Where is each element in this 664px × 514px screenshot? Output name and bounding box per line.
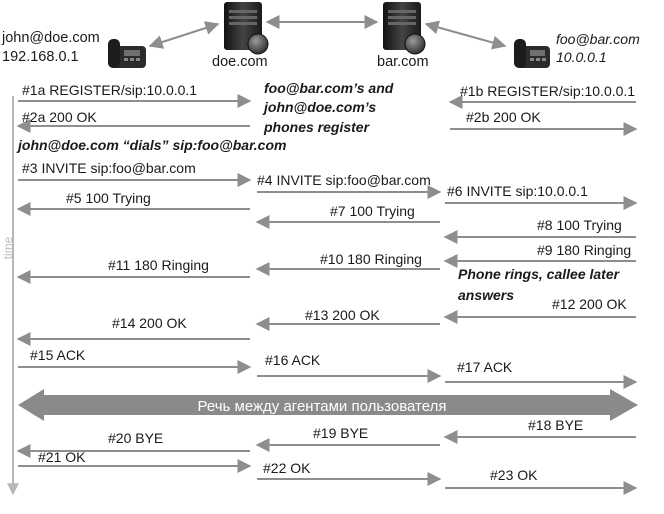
message-label-1b: #1b REGISTER/sip:10.0.0.1	[460, 83, 635, 99]
rings-note-line-2: answers	[458, 287, 514, 303]
message-label-14: #14 200 OK	[112, 315, 187, 331]
message-label-17: #17 ACK	[457, 359, 513, 375]
message-label-2a: #2a 200 OK	[22, 109, 97, 125]
speech-band	[18, 389, 638, 421]
bar-server-icon	[383, 2, 426, 55]
message-label-23: #23 OK	[490, 467, 538, 483]
message-label-12: #12 200 OK	[552, 296, 627, 312]
message-label-19: #19 BYE	[313, 425, 368, 441]
message-label-15: #15 ACK	[30, 347, 86, 363]
message-label-13: #13 200 OK	[305, 307, 380, 323]
speech-band-label: Речь между агентами пользователя	[198, 398, 447, 415]
message-label-11: #11 180 Ringing	[108, 257, 209, 273]
message-label-10: #10 180 Ringing	[320, 251, 422, 267]
link-bar-phone	[424, 20, 507, 50]
link-phone-doe	[148, 21, 220, 49]
message-label-8: #8 100 Trying	[537, 217, 622, 233]
message-label-5: #5 100 Trying	[66, 190, 151, 206]
rings-note-line-1: Phone rings, callee later	[458, 266, 621, 282]
message-label-9: #9 180 Ringing	[537, 242, 631, 258]
message-label-22: #22 OK	[263, 460, 311, 476]
left-endpoint-ip: 192.168.0.1	[2, 49, 79, 65]
right-phone-icon	[514, 39, 550, 68]
message-label-1a: #1a REGISTER/sip:10.0.0.1	[22, 82, 197, 98]
register-note-line-3: phones register	[263, 119, 371, 135]
bar-server-label: bar.com	[377, 54, 429, 70]
message-label-16: #16 ACK	[265, 352, 321, 368]
message-label-6: #6 INVITE sip:10.0.0.1	[447, 183, 588, 199]
doe-server-label: doe.com	[212, 54, 268, 70]
message-label-2b: #2b 200 OK	[466, 109, 541, 125]
register-note-line-1: foo@bar.com’s and	[264, 80, 394, 96]
message-label-21: #21 OK	[38, 449, 86, 465]
dials-note: john@doe.com “dials” sip:foo@bar.com	[16, 137, 286, 153]
left-endpoint-address: john@doe.com	[1, 30, 100, 46]
left-phone-icon	[108, 39, 146, 68]
right-endpoint-ip: 10.0.0.1	[556, 49, 607, 65]
message-label-20: #20 BYE	[108, 430, 163, 446]
time-label: time	[1, 236, 15, 259]
message-label-3: #3 INVITE sip:foo@bar.com	[22, 160, 196, 176]
message-label-18: #18 BYE	[528, 417, 583, 433]
right-endpoint-address: foo@bar.com	[556, 31, 640, 47]
register-note-line-2: john@doe.com’s	[262, 99, 376, 115]
message-label-7: #7 100 Trying	[330, 203, 415, 219]
doe-server-icon	[224, 2, 269, 55]
message-label-4: #4 INVITE sip:foo@bar.com	[257, 172, 431, 188]
